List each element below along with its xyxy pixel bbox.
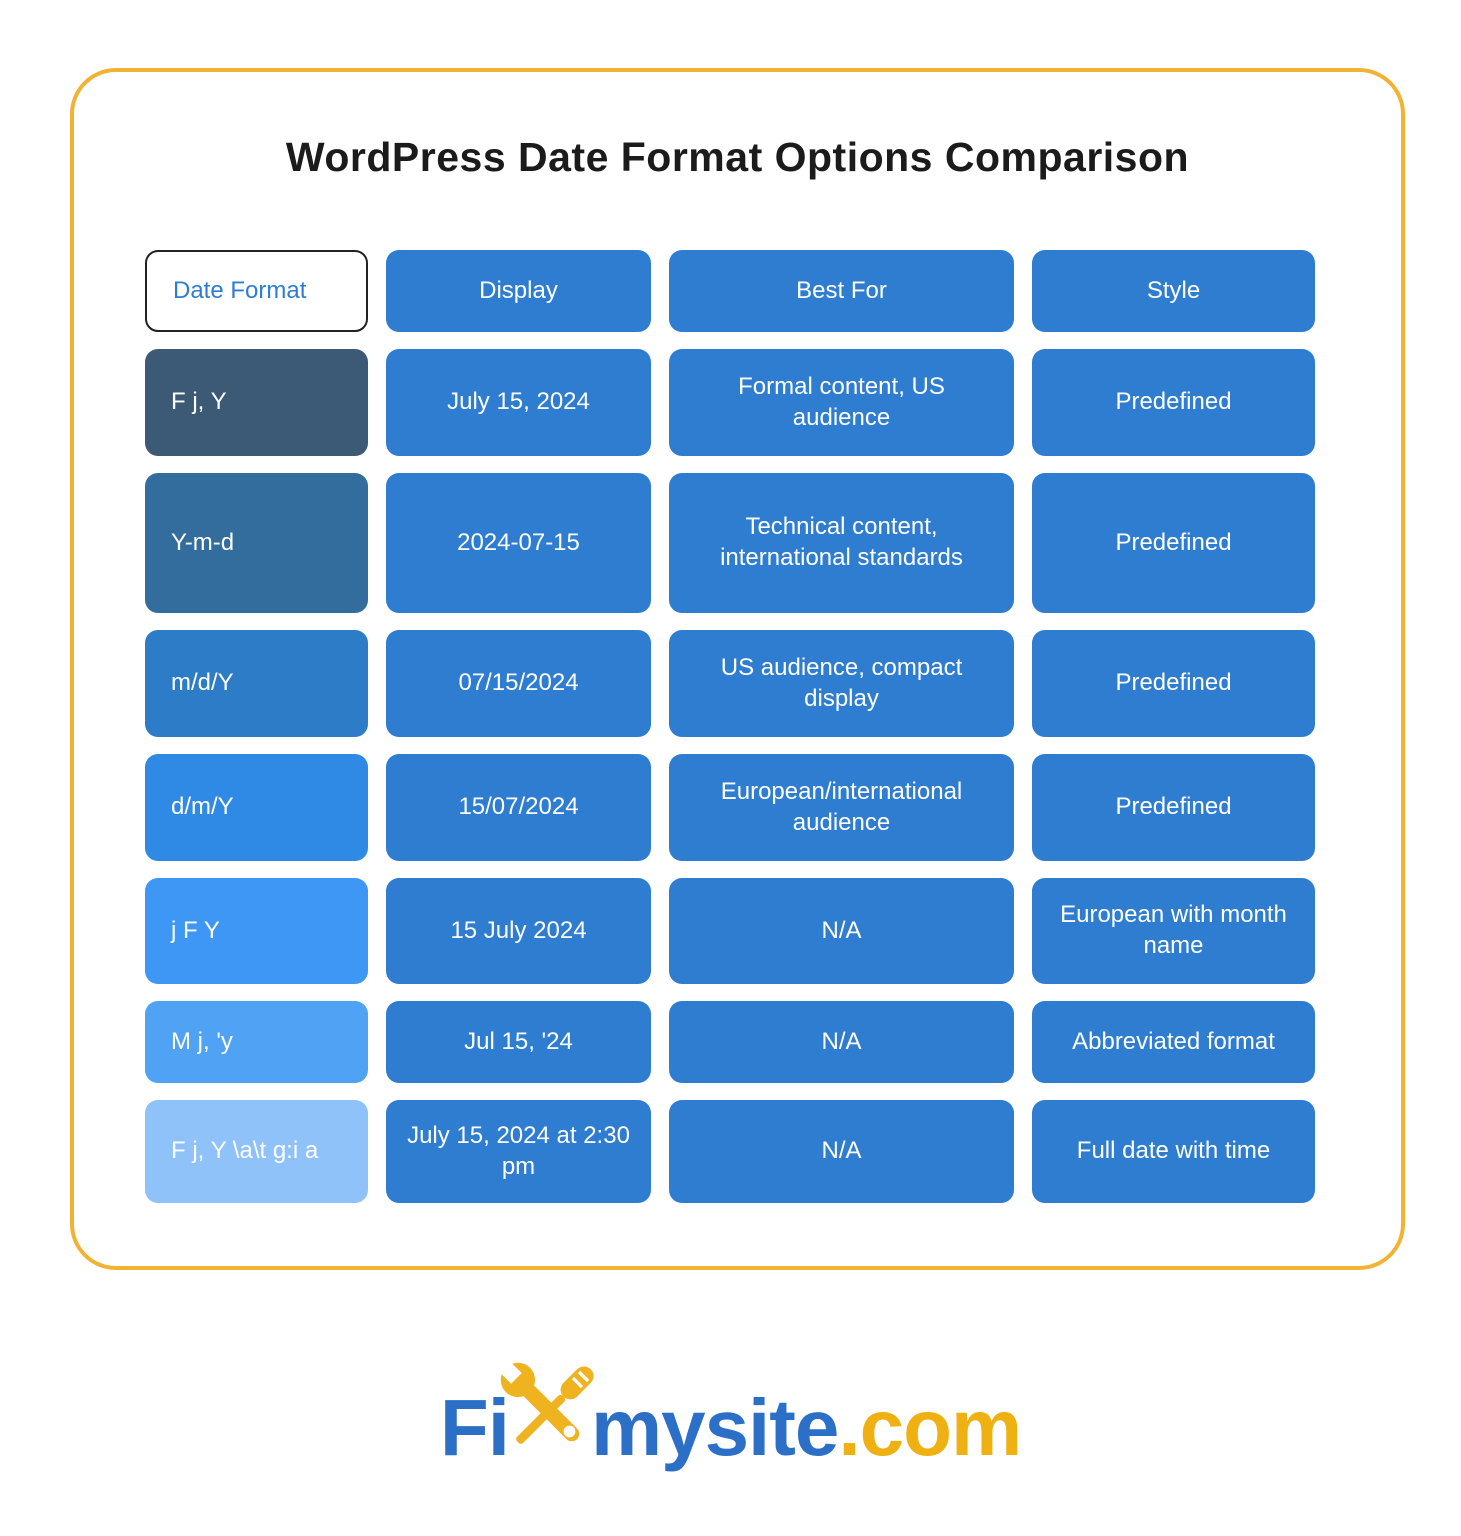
display-cell: 15/07/2024 — [386, 754, 651, 861]
comparison-table: Date Format Display Best For Style F j, … — [145, 250, 1315, 1203]
column-header-best-for: Best For — [669, 250, 1014, 332]
style-cell: European with month name — [1032, 878, 1315, 984]
style-cell: Predefined — [1032, 349, 1315, 456]
wrench-screwdriver-x-icon — [497, 1359, 594, 1444]
format-cell: M j, 'y — [145, 1001, 368, 1083]
style-cell: Predefined — [1032, 630, 1315, 737]
format-cell: F j, Y — [145, 349, 368, 456]
display-cell: Jul 15, '24 — [386, 1001, 651, 1083]
style-cell: Abbreviated format — [1032, 1001, 1315, 1083]
logo-text-mysite: mysite — [590, 1383, 839, 1472]
format-cell: Y-m-d — [145, 473, 368, 613]
display-cell: 15 July 2024 — [386, 878, 651, 984]
format-cell: m/d/Y — [145, 630, 368, 737]
format-cell: j F Y — [145, 878, 368, 984]
comparison-card: WordPress Date Format Options Comparison… — [70, 68, 1405, 1270]
column-header-display: Display — [386, 250, 651, 332]
column-header-date-format: Date Format — [145, 250, 368, 332]
format-cell: d/m/Y — [145, 754, 368, 861]
logo-text-fi: Fi — [439, 1383, 510, 1472]
best-for-cell: US audience, compact display — [669, 630, 1014, 737]
best-for-cell: European/international audience — [669, 754, 1014, 861]
display-cell: 07/15/2024 — [386, 630, 651, 737]
logo-text-domain: .com — [838, 1383, 1022, 1472]
column-header-style: Style — [1032, 250, 1315, 332]
style-cell: Predefined — [1032, 473, 1315, 613]
best-for-cell: N/A — [669, 1001, 1014, 1083]
fixmysite-logo[interactable]: Fi mysite .com — [0, 1352, 1461, 1472]
style-cell: Predefined — [1032, 754, 1315, 861]
best-for-cell: Technical content, international standar… — [669, 473, 1014, 613]
display-cell: July 15, 2024 at 2:30 pm — [386, 1100, 651, 1203]
display-cell: July 15, 2024 — [386, 349, 651, 456]
format-cell: F j, Y \a\t g:i a — [145, 1100, 368, 1203]
style-cell: Full date with time — [1032, 1100, 1315, 1203]
best-for-cell: N/A — [669, 878, 1014, 984]
best-for-cell: Formal content, US audience — [669, 349, 1014, 456]
display-cell: 2024-07-15 — [386, 473, 651, 613]
page-title: WordPress Date Format Options Comparison — [285, 134, 1190, 180]
best-for-cell: N/A — [669, 1100, 1014, 1203]
